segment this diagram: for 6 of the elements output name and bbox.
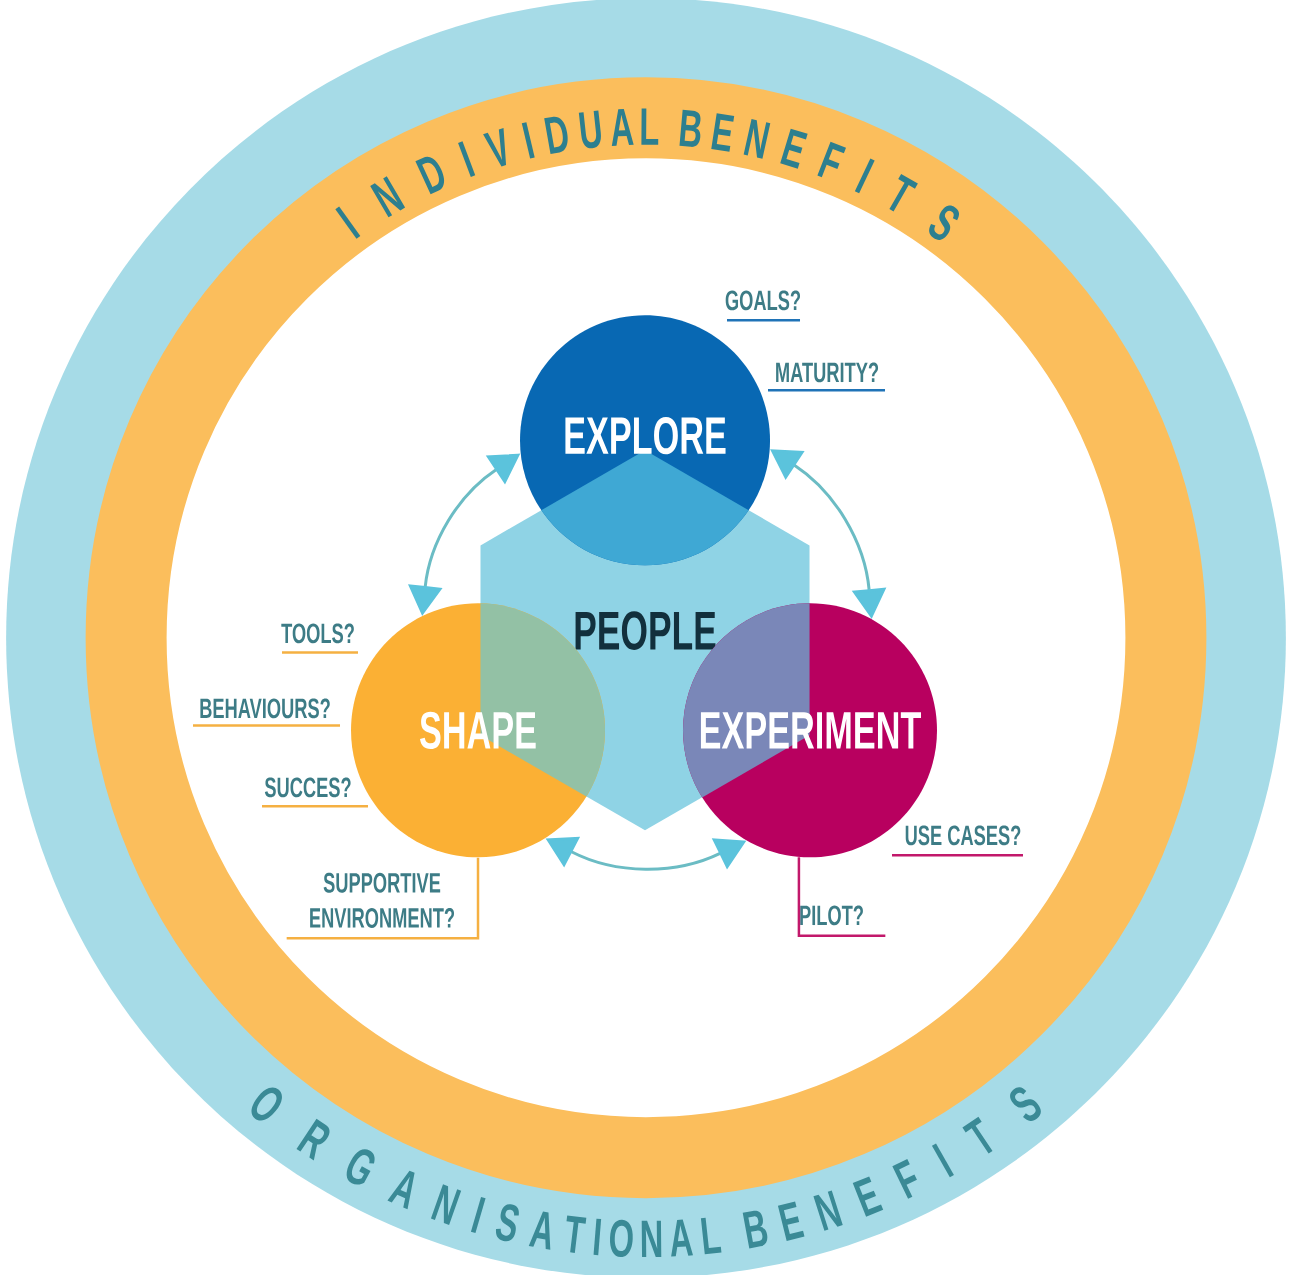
question-label: SUPPORTIVE ENVIRONMENT?: [310, 872, 455, 928]
leader-line: [797, 857, 886, 937]
question-label: MATURITY?: [768, 362, 885, 392]
question-label: PILOT?: [800, 905, 863, 926]
leader-line: [286, 857, 480, 940]
question-label: BEHAVIOURS?: [193, 698, 340, 727]
